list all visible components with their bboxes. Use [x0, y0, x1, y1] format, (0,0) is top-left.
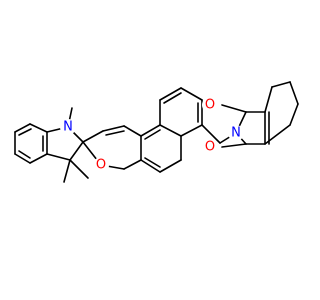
bond — [144, 157, 161, 168]
bond — [140, 124, 161, 137]
bond — [144, 129, 161, 140]
bond — [289, 81, 299, 105]
bond — [221, 143, 247, 148]
atom-label: O — [205, 98, 215, 113]
indoline-nitrogen: N — [60, 119, 76, 135]
bond — [18, 128, 32, 136]
bond — [14, 123, 31, 133]
bond — [29, 123, 48, 133]
carbonyl-oxygen-top: O — [202, 97, 218, 113]
bond — [159, 124, 182, 137]
bond — [63, 159, 71, 183]
bond — [180, 87, 203, 101]
carbonyl-oxygen-bottom: O — [202, 139, 218, 155]
imide-nitrogen: N — [228, 125, 244, 141]
bond — [159, 159, 182, 173]
bond — [264, 86, 273, 113]
bond — [29, 153, 48, 164]
bond — [123, 159, 142, 170]
bond — [201, 124, 221, 144]
molecule-canvas: N O N O O — [14, 81, 299, 183]
bond — [140, 159, 161, 173]
bond-layer — [14, 81, 299, 183]
atom-label: O — [205, 140, 215, 155]
atom-labels: N O N O O — [60, 97, 244, 173]
bond — [159, 87, 182, 101]
bond — [271, 81, 291, 88]
bond — [289, 103, 299, 126]
bond — [18, 150, 31, 159]
bond — [264, 124, 291, 145]
bond — [82, 130, 104, 143]
atom-label: N — [63, 120, 73, 135]
bond — [105, 130, 125, 136]
bond — [123, 125, 142, 137]
bond — [163, 92, 182, 104]
bond — [46, 153, 71, 161]
bond — [221, 104, 247, 113]
structure-diagram: N O N O O — [14, 81, 299, 183]
bond — [180, 124, 203, 137]
bond — [69, 159, 89, 179]
bond — [69, 141, 84, 161]
bond — [14, 153, 31, 164]
pyran-oxygen: O — [93, 157, 109, 173]
atom-label: O — [96, 158, 106, 173]
bond — [102, 125, 125, 132]
atom-label: N — [231, 126, 241, 141]
